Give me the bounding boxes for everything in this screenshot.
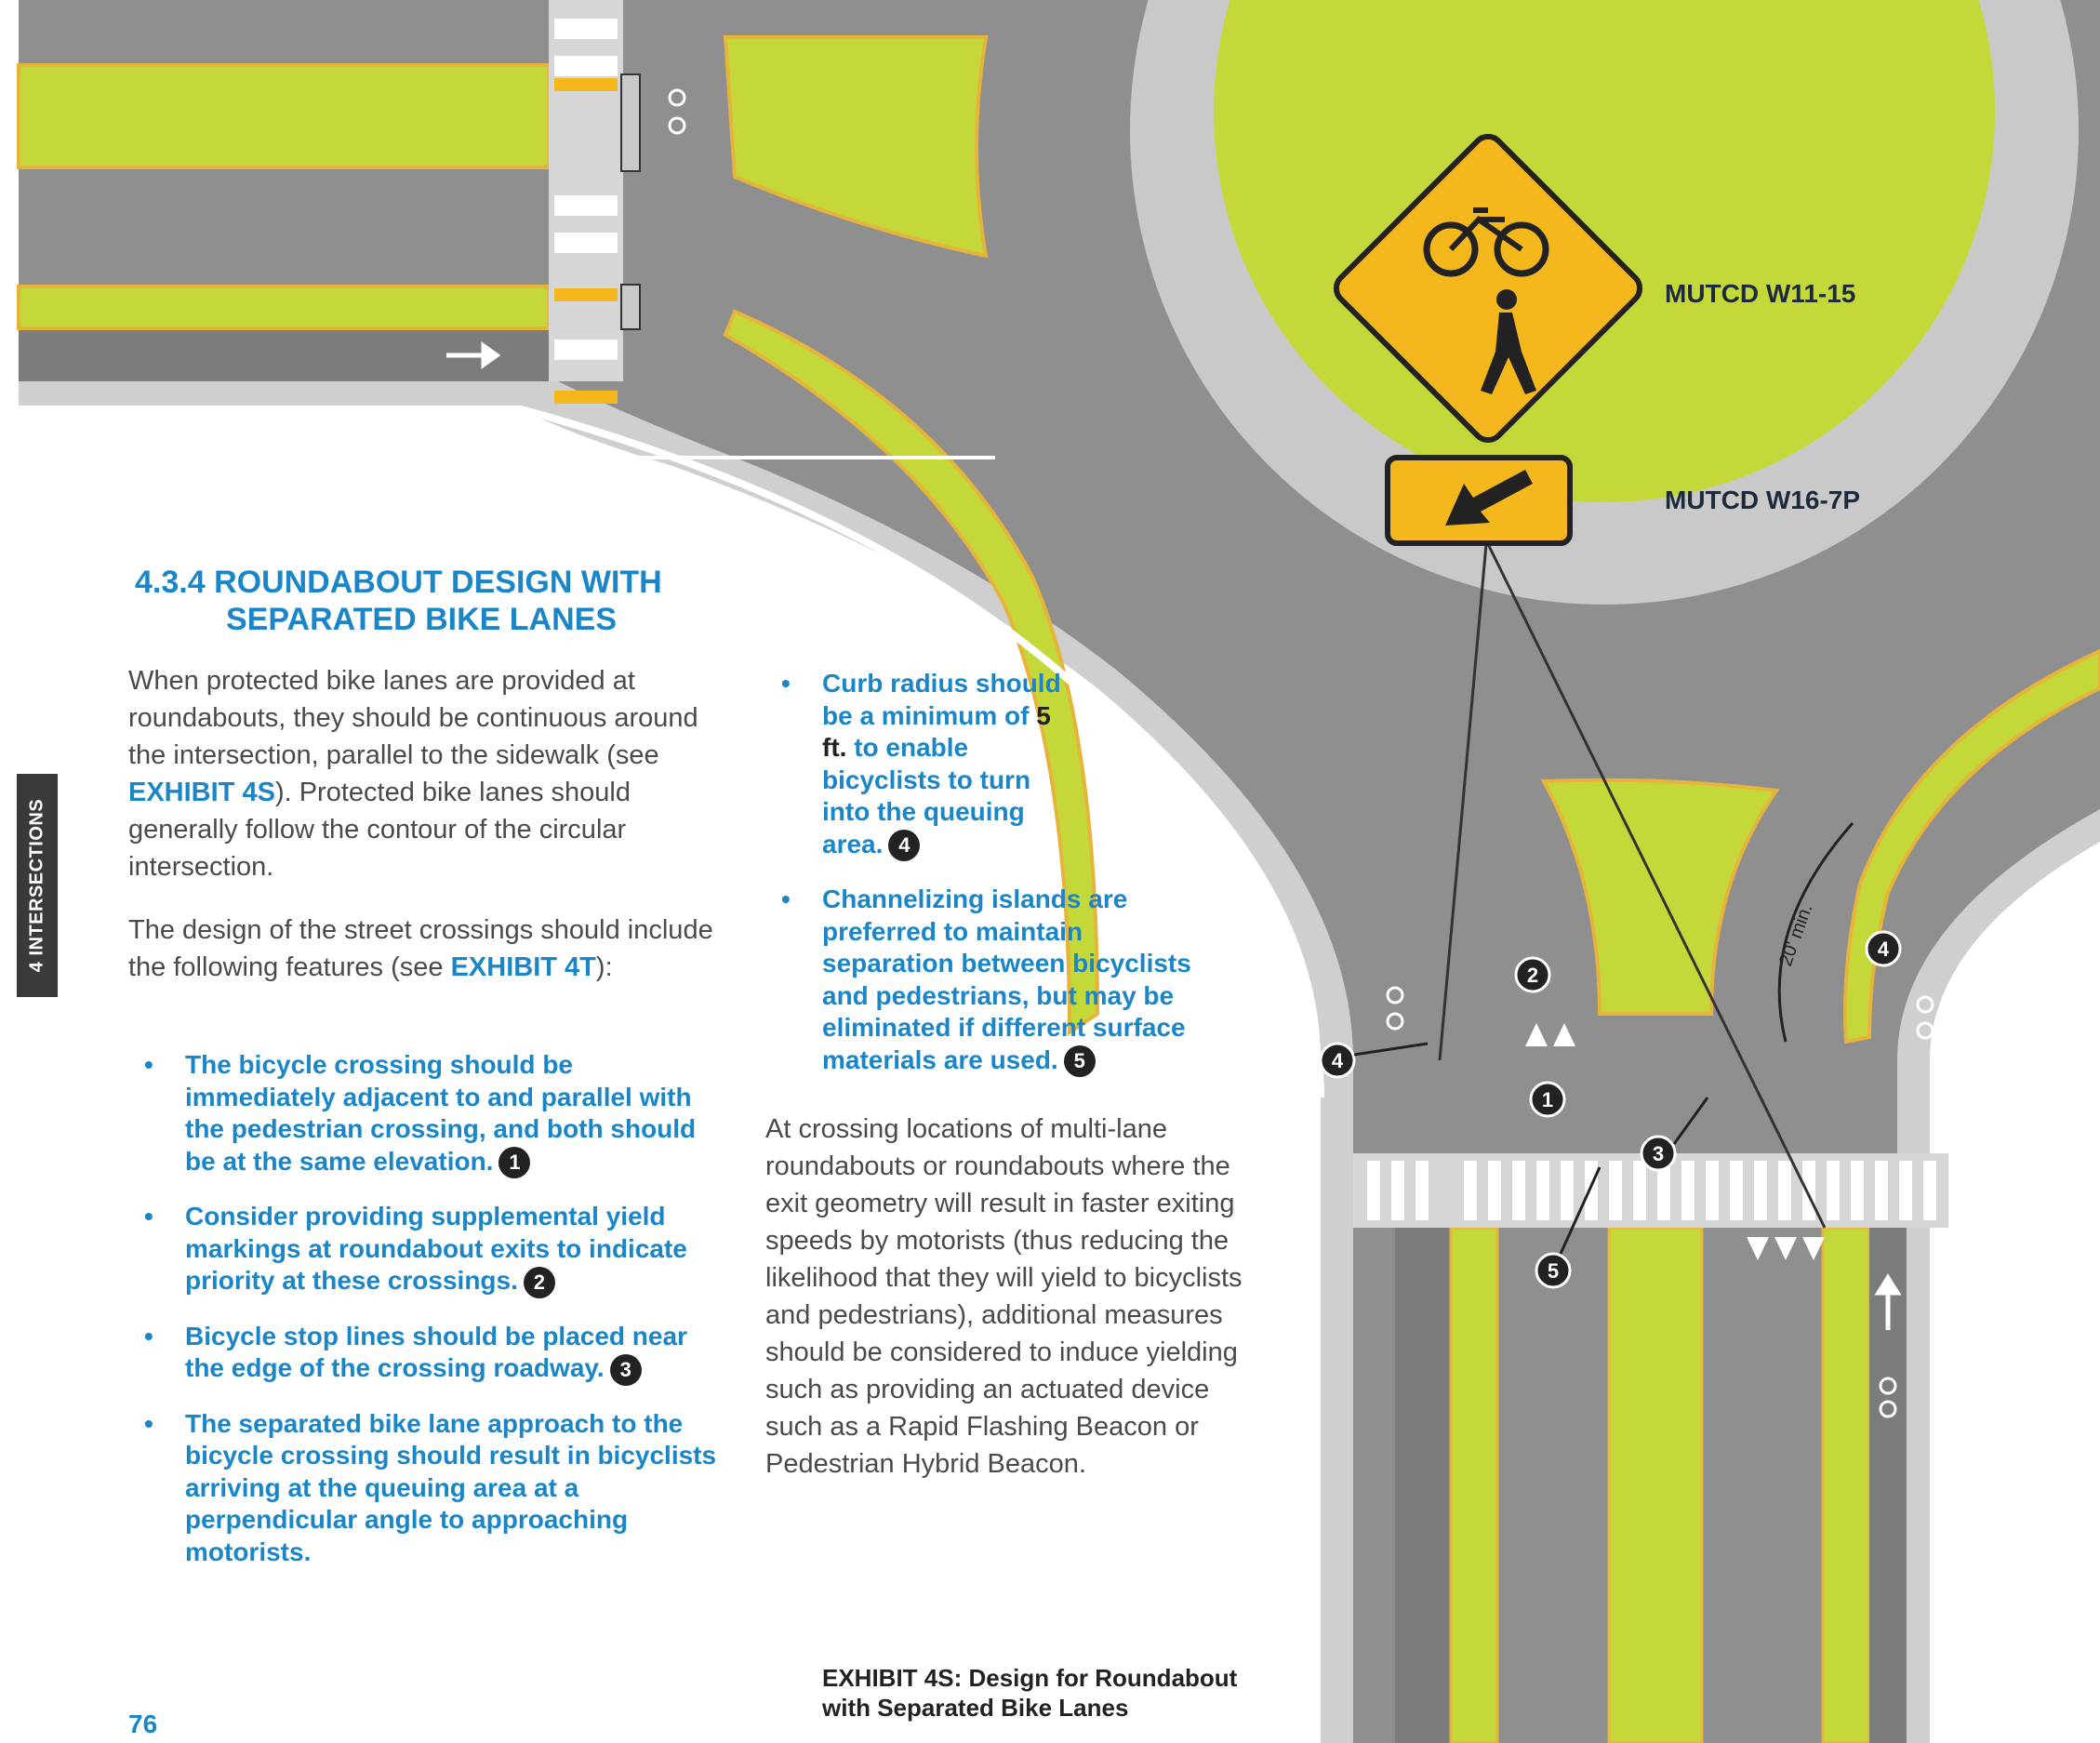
- bullet-item: •Channelizing islands are preferred to m…: [781, 884, 1218, 1078]
- svg-text:4: 4: [1878, 938, 1890, 961]
- callout-4-right: 4: [1865, 930, 1902, 967]
- crosswalk-stripe: [1561, 1161, 1574, 1220]
- crosswalk-stripe: [1464, 1161, 1477, 1220]
- svg-text:3: 3: [1653, 1142, 1664, 1165]
- callout-5: 5: [1535, 1252, 1572, 1289]
- svg-text:4: 4: [1332, 1049, 1344, 1072]
- callout-badge: 4: [888, 830, 921, 862]
- section-heading: 4.3.4 ROUNDABOUT DESIGN WITH SEPARATED B…: [135, 564, 662, 638]
- callout-3: 3: [1640, 1135, 1677, 1172]
- chapter-tab-label: 4 INTERSECTIONS: [26, 798, 47, 973]
- yield-markings: [1525, 1023, 1825, 1260]
- svg-text:2: 2: [1527, 964, 1538, 987]
- bullet-item: •The separated bike lane approach to the…: [144, 1408, 717, 1566]
- bullet-item: •Consider providing supplemental yield m…: [144, 1201, 721, 1298]
- bullet-list-right: •Curb radius should be a minimum of 5 ft…: [781, 668, 1218, 1099]
- bike-lane-island-right: [1843, 648, 2100, 1044]
- exhibit-caption: EXHIBIT 4S: Design for Roundabout with S…: [822, 1664, 1238, 1722]
- callouts: 2 1 3 4 4 5: [1319, 930, 1902, 1289]
- exhibit-4t-link[interactable]: EXHIBIT 4T: [450, 952, 596, 982]
- direction-arrows: [446, 341, 1902, 1330]
- bullet-item: •Curb radius should be a minimum of 5 ft…: [781, 668, 1218, 862]
- exhibit-4s-link[interactable]: EXHIBIT 4S: [128, 778, 275, 807]
- intro-paragraph-2: The design of the street crossings shoul…: [128, 915, 713, 982]
- page-number: 76: [128, 1710, 158, 1738]
- mutcd-w11-15-sign: [1333, 133, 1643, 444]
- splitter-island-bottom: [1540, 778, 1780, 1016]
- crosswalk-stripe: [1391, 1161, 1404, 1220]
- crosswalk-stripe: [1754, 1161, 1767, 1220]
- crosswalk-stripe: [1875, 1161, 1888, 1220]
- crosswalk-stripe: [1488, 1161, 1501, 1220]
- crossing-paragraph: At crossing locations of multi-lane roun…: [765, 1114, 1243, 1479]
- crosswalk-stripe: [1802, 1161, 1815, 1220]
- crosswalk-stripe: [1633, 1161, 1646, 1220]
- sign-label-w16-7p: MUTCD W16-7P: [1665, 486, 1861, 514]
- callout-2: 2: [1514, 956, 1551, 993]
- chapter-tab: 4 INTERSECTIONS: [17, 774, 58, 997]
- crosswalk-left: [549, 0, 623, 404]
- crosswalk-stripe: [1923, 1161, 1936, 1220]
- callout-badge: 5: [1063, 1045, 1096, 1078]
- crosswalk-stripe: [1778, 1161, 1791, 1220]
- intro-paragraph-1: When protected bike lanes are provided a…: [128, 666, 698, 882]
- bullet-item: •Bicycle stop lines should be placed nea…: [144, 1321, 721, 1386]
- mutcd-w16-7p-sign: [1385, 455, 1573, 546]
- svg-text:5: 5: [1548, 1259, 1559, 1283]
- crosswalk-stripe: [1512, 1161, 1525, 1220]
- bike-symbols: [668, 88, 1934, 1418]
- crosswalk-stripe: [1706, 1161, 1719, 1220]
- svg-text:1: 1: [1542, 1088, 1553, 1111]
- crosswalk-stripe: [1367, 1161, 1380, 1220]
- callout-4-left: 4: [1319, 1042, 1356, 1079]
- crosswalk-stripe: [1416, 1161, 1429, 1220]
- crosswalk-stripe: [1657, 1161, 1670, 1220]
- crosswalk-stripe: [1536, 1161, 1549, 1220]
- callout-badge: 1: [498, 1147, 531, 1179]
- crosswalk-stripe: [1899, 1161, 1912, 1220]
- sign-label-w11-15: MUTCD W11-15: [1665, 279, 1856, 308]
- crosswalk-stripe: [1851, 1161, 1864, 1220]
- section-title-line2: SEPARATED BIKE LANES: [226, 602, 618, 637]
- crosswalk-stripe: [1609, 1161, 1622, 1220]
- section-title-line1: 4.3.4 ROUNDABOUT DESIGN WITH: [135, 565, 662, 600]
- crosswalk-stripe: [1730, 1161, 1743, 1220]
- bullet-item: •The bicycle crossing should be immediat…: [144, 1049, 721, 1179]
- crosswalk-stripe: [1827, 1161, 1840, 1220]
- bullet-list-left: •The bicycle crossing should be immediat…: [144, 1049, 721, 1590]
- crosswalk-stripe: [1681, 1161, 1695, 1220]
- callout-badge: 3: [609, 1353, 642, 1386]
- splitter-island-top: [723, 35, 989, 259]
- callout-1: 1: [1529, 1081, 1566, 1118]
- crosswalk-stripe: [1585, 1161, 1598, 1220]
- callout-badge: 2: [523, 1266, 555, 1298]
